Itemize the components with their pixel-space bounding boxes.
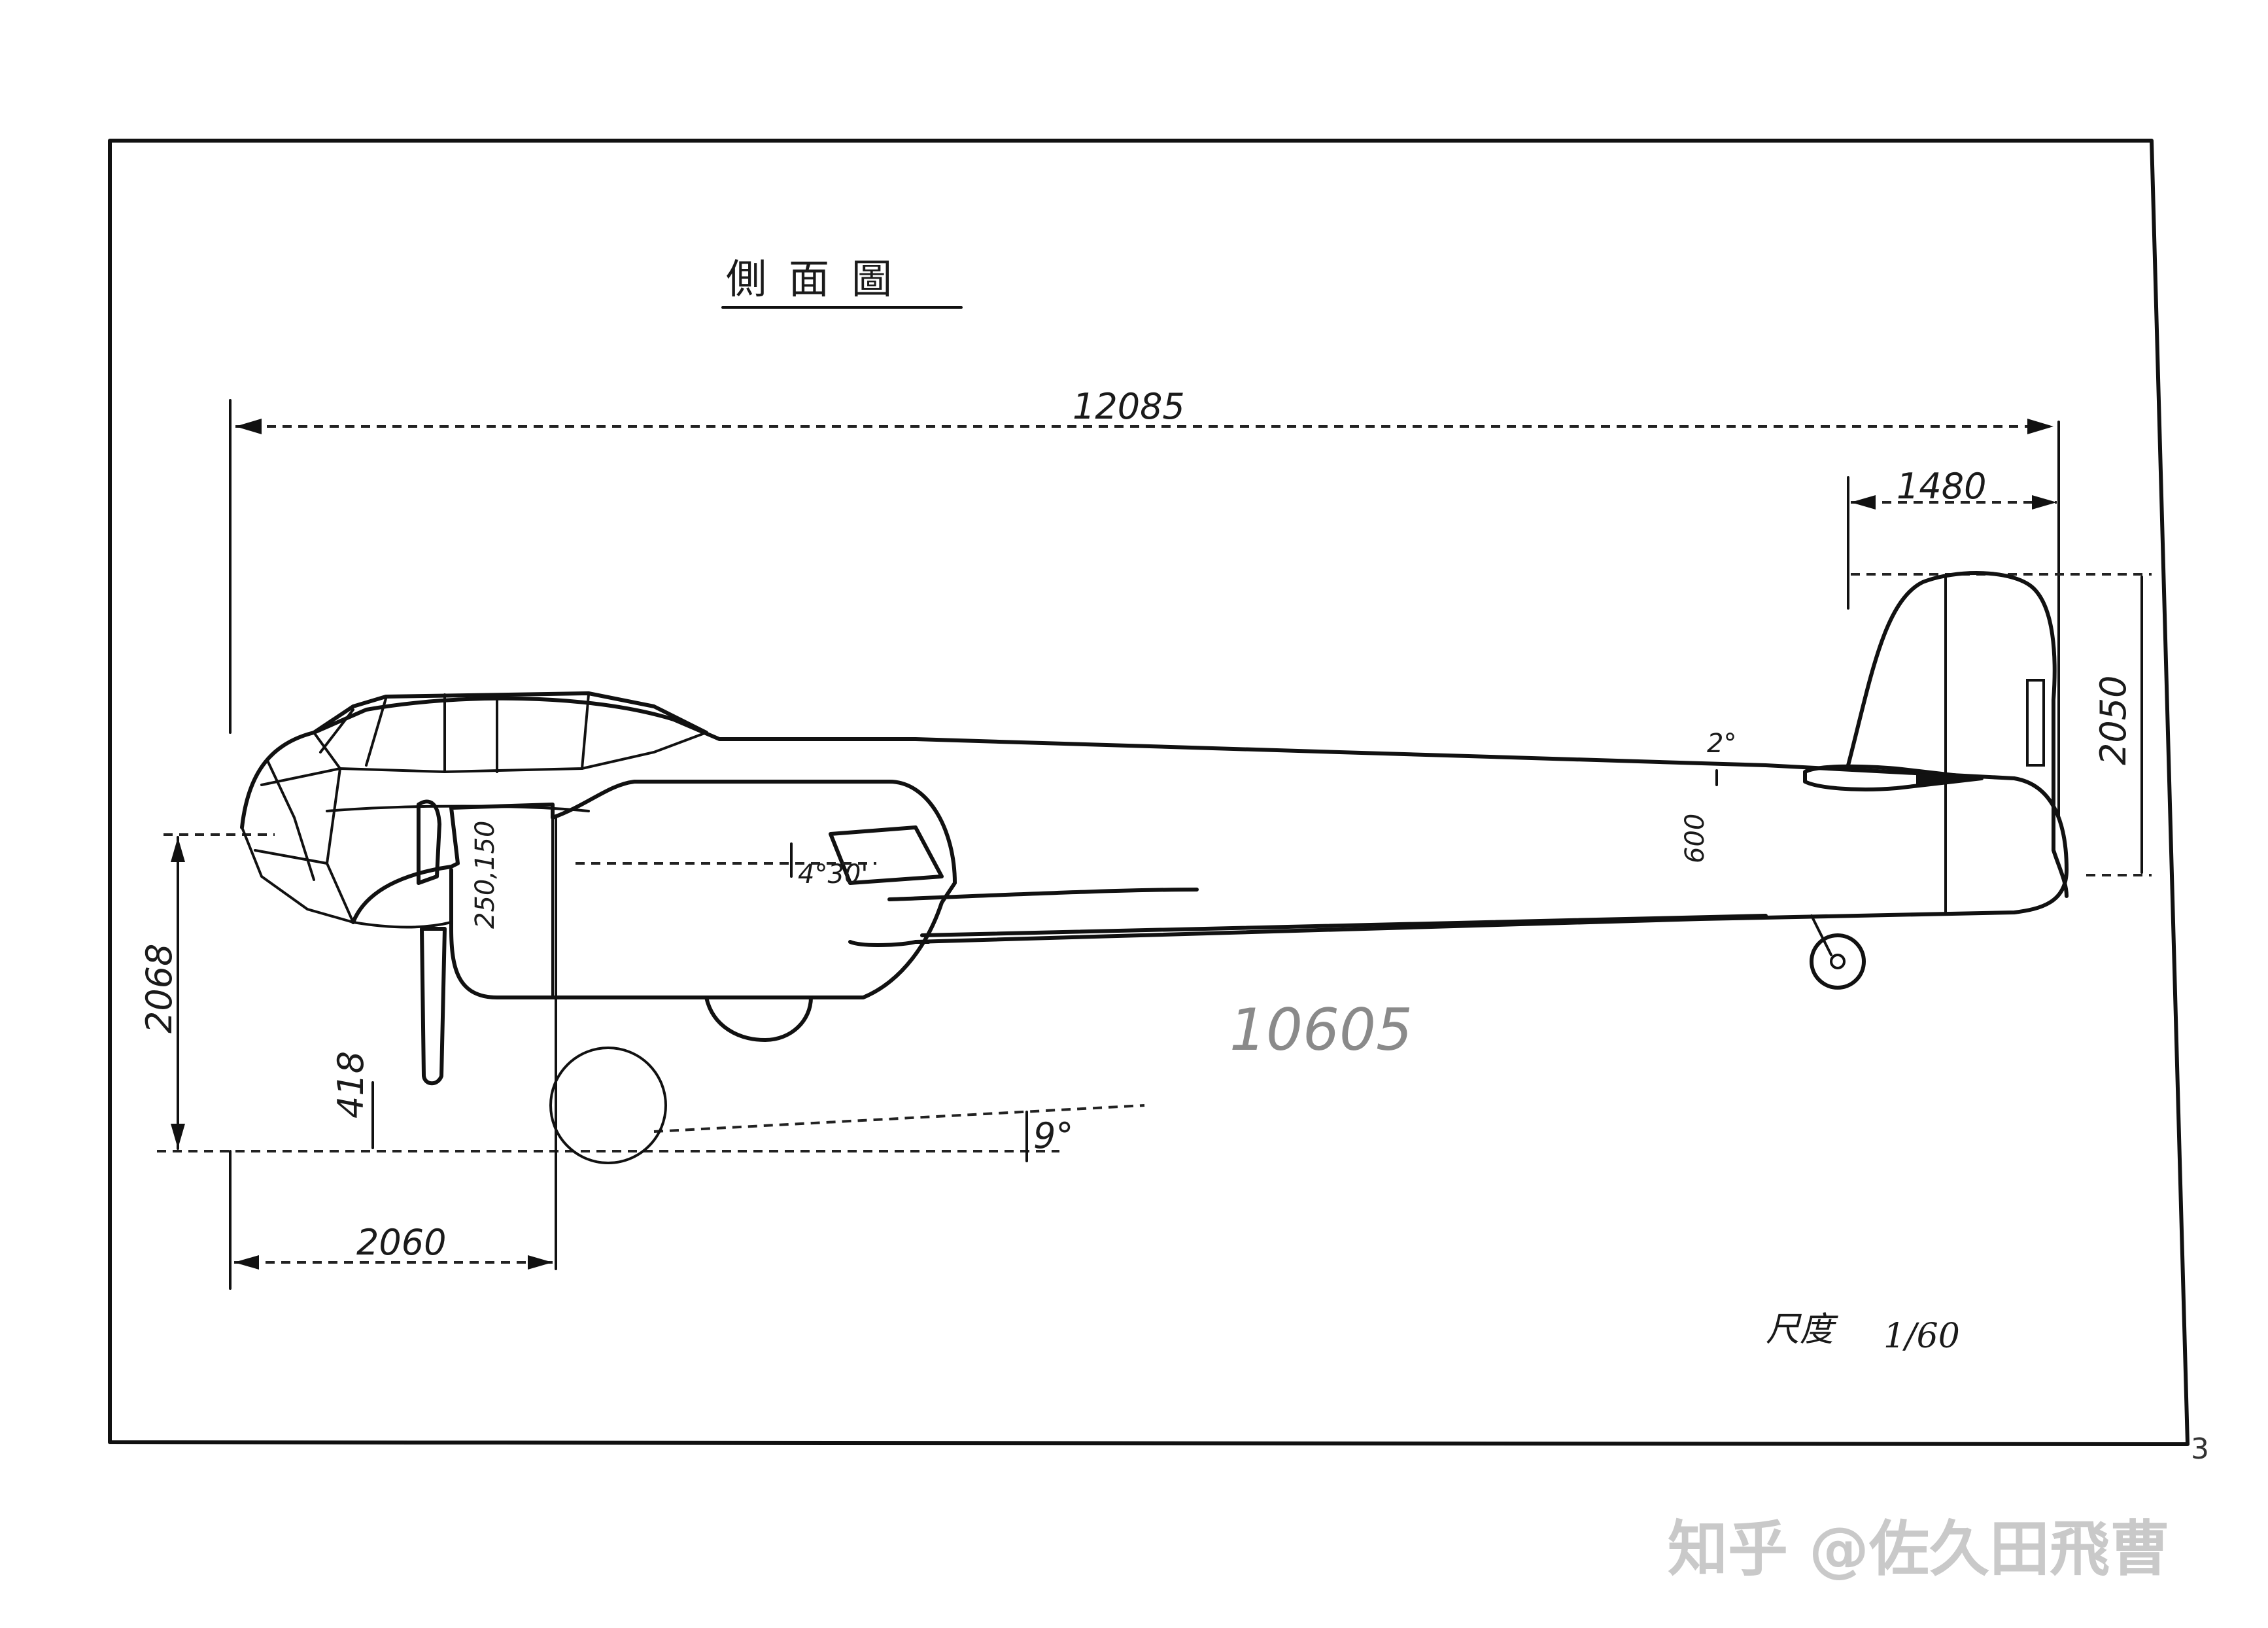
dimension-tail-chord: 1480	[1847, 466, 2057, 610]
arrow-left	[235, 419, 262, 434]
horizontal-stabilizer	[1803, 764, 1984, 791]
ground-height-label: 2068	[139, 944, 180, 1033]
canopy-frame-1	[319, 708, 354, 753]
nose-frame-2	[241, 826, 354, 924]
arrow-right	[2032, 495, 2057, 510]
dimension-nose-to-gear: 2060	[229, 816, 557, 1290]
nose-to-gear-label: 2060	[356, 1222, 446, 1263]
propeller-blade-lower	[420, 927, 447, 1086]
dimension-ground-height: 2068	[139, 833, 275, 1150]
main-wheel-extended	[549, 1047, 667, 1164]
engine-offset-label: 250,150	[470, 821, 500, 929]
main-landing-gear	[549, 996, 813, 1164]
engine-nacelle	[351, 780, 957, 1086]
elevator-tip	[1916, 773, 1982, 785]
vertical-fin-outline	[1846, 571, 2069, 898]
arrow-left	[234, 1255, 259, 1270]
stab-offset-label: 600	[1680, 814, 1710, 863]
tail-chord-label: 1480	[1897, 466, 1986, 507]
nose-frame-5	[254, 849, 328, 865]
air-scoop	[829, 825, 944, 885]
arrow-up	[171, 837, 185, 862]
scale-value: 1/60	[1883, 1317, 1960, 1356]
canopy-top	[312, 691, 708, 735]
tail-wheel-strut	[1810, 914, 1832, 956]
nose-frame-4	[260, 767, 341, 786]
dimension-tail-height: 2050	[1851, 573, 2152, 876]
scale-note: 尺度 1/60	[1766, 1310, 1960, 1356]
rudder-tab	[2026, 679, 2045, 767]
small-annotations: 2° 600 250,150 4°30' 9°	[470, 729, 1736, 1162]
canopy-frame-5	[581, 693, 590, 770]
ground-line	[157, 1104, 1145, 1152]
watermark-text: 知乎 @佐久田飛曹	[1668, 1514, 2170, 1584]
nacelle-outline	[351, 780, 957, 999]
propeller-blade-upper	[417, 799, 441, 885]
wing-lower-line	[920, 914, 1768, 937]
scale-label: 尺度	[1766, 1310, 1838, 1349]
canopy-frame-2	[365, 697, 387, 767]
dimension-overall-length: 12085	[229, 386, 2060, 819]
drawing-title: 側面圖	[721, 255, 963, 309]
nose-frame-1	[313, 731, 354, 924]
title-text: 側面圖	[726, 255, 914, 303]
prop-clearance-label: 418	[330, 1051, 371, 1118]
arrow-left	[1851, 495, 1876, 510]
pencil-note: 10605	[1229, 996, 1413, 1064]
dimension-prop-clearance: 418	[330, 1051, 374, 1149]
fuselage-lower	[848, 940, 918, 947]
drawing-frame	[108, 139, 2190, 1446]
ground-angle-label: 9°	[1033, 1115, 1073, 1156]
tail-wheel-hub	[1830, 954, 1846, 969]
aircraft-fuselage	[240, 691, 2069, 947]
tail-assembly	[1803, 571, 2069, 990]
arrow-right	[528, 1255, 553, 1270]
canopy-sill	[339, 731, 708, 774]
wing-incidence-label: 4°30'	[798, 859, 868, 890]
spinner-lower	[352, 921, 453, 929]
wing-upper-line	[887, 888, 1199, 901]
arrow-right	[2027, 419, 2053, 434]
wing	[887, 888, 1768, 937]
main-wheel-retracted	[704, 996, 813, 1042]
tail-wheel	[1810, 933, 1866, 990]
fuselage-outline	[240, 696, 2069, 944]
stab-angle-label: 2°	[1707, 729, 1736, 759]
overall-length-label: 12085	[1073, 386, 1185, 427]
tail-height-label: 2050	[2093, 676, 2134, 765]
arrow-down	[171, 1124, 185, 1149]
page-number: 3	[2191, 1432, 2209, 1466]
ground-angle-line	[653, 1104, 1145, 1133]
